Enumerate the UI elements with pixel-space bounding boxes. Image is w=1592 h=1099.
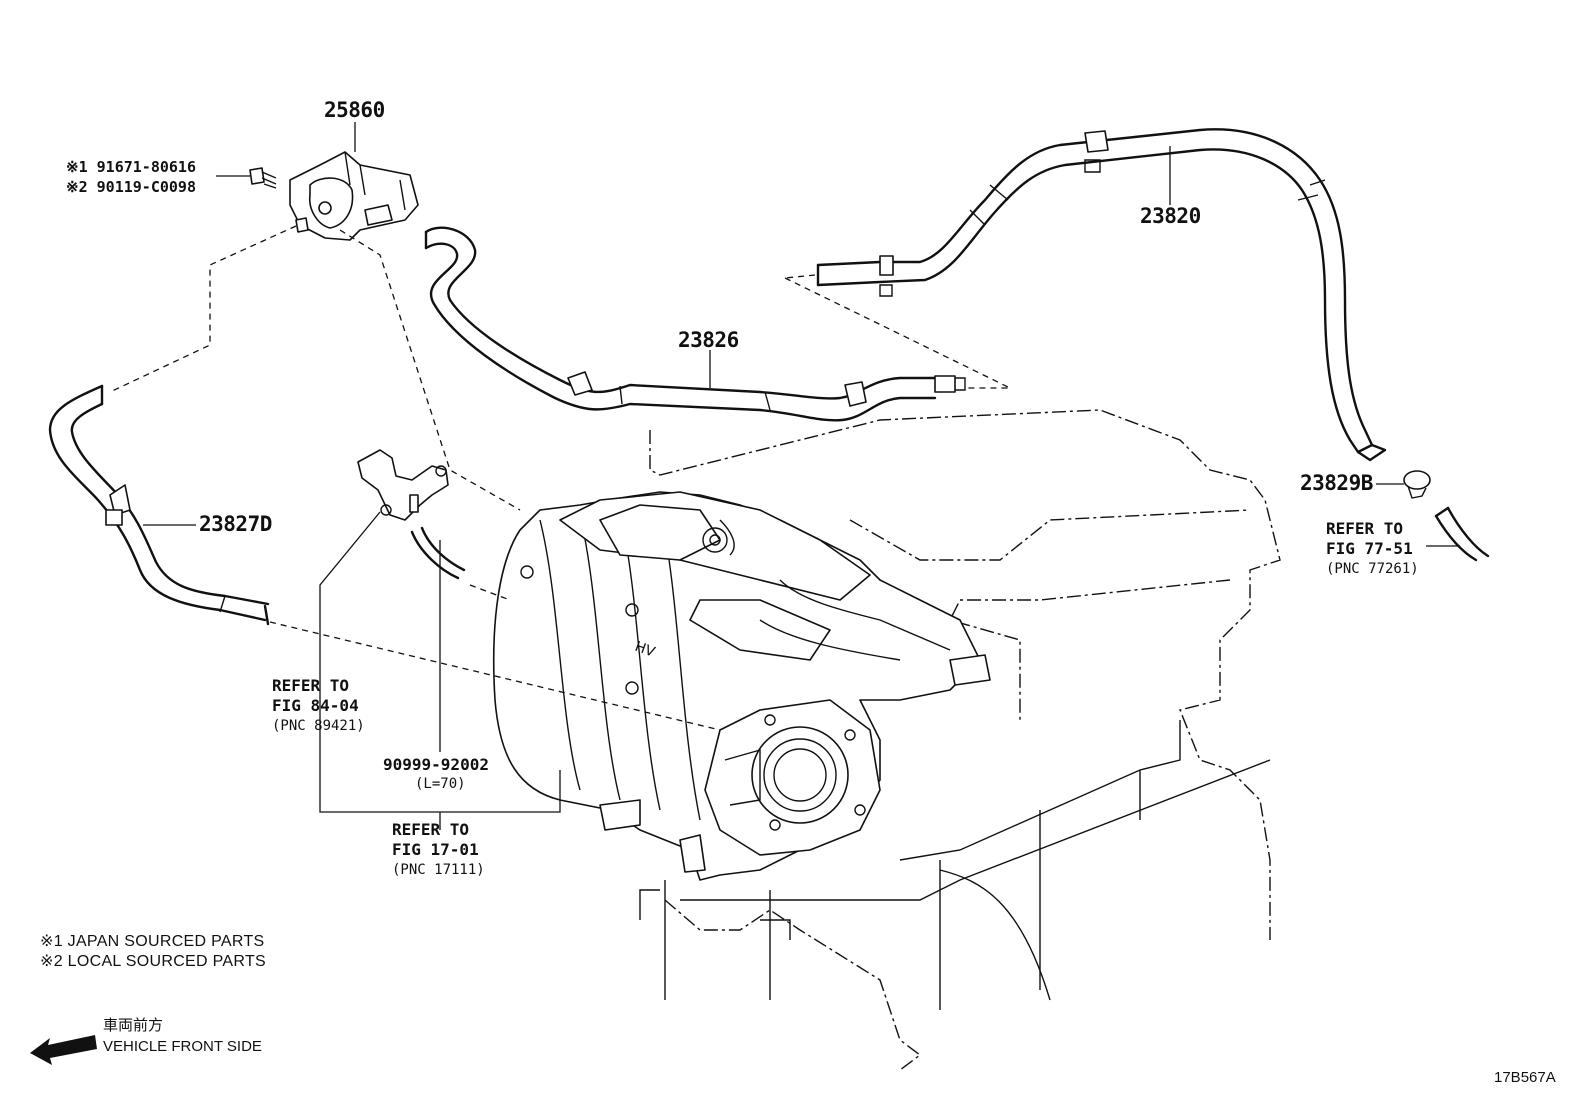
ref-fig-84-04[interactable]: REFER TO FIG 84-04 (PNC 89421) <box>272 676 365 736</box>
part-number-25860[interactable]: 25860 <box>324 98 385 122</box>
hose-stub <box>1434 506 1490 562</box>
part-number-23827d[interactable]: 23827D <box>199 512 272 536</box>
ref-fig-77-51[interactable]: REFER TO FIG 77-51 (PNC 77261) <box>1326 519 1419 579</box>
sensor-part <box>357 449 449 521</box>
hose-length: (L=70) <box>415 776 466 792</box>
ref-figure: FIG 77-51 <box>1326 539 1413 558</box>
connection-lines <box>109 225 1011 731</box>
legend-note-local: ※2 LOCAL SOURCED PARTS <box>40 953 266 970</box>
front-label-jp: 車両前方 <box>103 1017 164 1034</box>
bolt-part-number-2[interactable]: ※2 90119-C0098 <box>66 178 196 196</box>
ref-label: REFER TO <box>272 676 350 695</box>
bolt-part-number-1[interactable]: ※1 91671-80616 <box>66 158 196 176</box>
hose-23820 <box>816 128 1387 462</box>
legend-note-japan: ※1 JAPAN SOURCED PARTS <box>40 933 265 950</box>
ref-label: REFER TO <box>1326 519 1404 538</box>
small-hose-90999 <box>410 526 466 580</box>
ref-pnc: (PNC 77261) <box>1326 561 1419 577</box>
vsv-25860 <box>289 151 419 241</box>
ref-pnc: (PNC 17111) <box>392 862 485 878</box>
svg-text:HV: HV <box>633 639 658 661</box>
ref-pnc: (PNC 89421) <box>272 718 365 734</box>
hose-23827d <box>48 384 270 626</box>
drawing-id: 17B567A <box>1494 1069 1556 1086</box>
ref-figure: FIG 84-04 <box>272 696 359 715</box>
intake-manifold: HV <box>492 491 991 881</box>
part-number-23826[interactable]: 23826 <box>678 328 739 352</box>
ref-figure: FIG 17-01 <box>392 840 479 859</box>
part-number-23829b[interactable]: 23829B <box>1300 471 1373 495</box>
ref-fig-17-01[interactable]: REFER TO FIG 17-01 (PNC 17111) <box>392 820 485 880</box>
clamp-23829b <box>1403 470 1431 499</box>
bolt-part <box>249 167 277 189</box>
front-label-en: VEHICLE FRONT SIDE <box>103 1038 262 1055</box>
hose-23826 <box>424 226 966 422</box>
ref-label: REFER TO <box>392 820 470 839</box>
part-number-90999-92002[interactable]: 90999-92002 <box>383 755 489 774</box>
leader-lines <box>143 122 1460 830</box>
engine-outline <box>639 409 1281 1071</box>
part-number-23820[interactable]: 23820 <box>1140 204 1201 228</box>
front-arrow-icon <box>30 1035 97 1065</box>
